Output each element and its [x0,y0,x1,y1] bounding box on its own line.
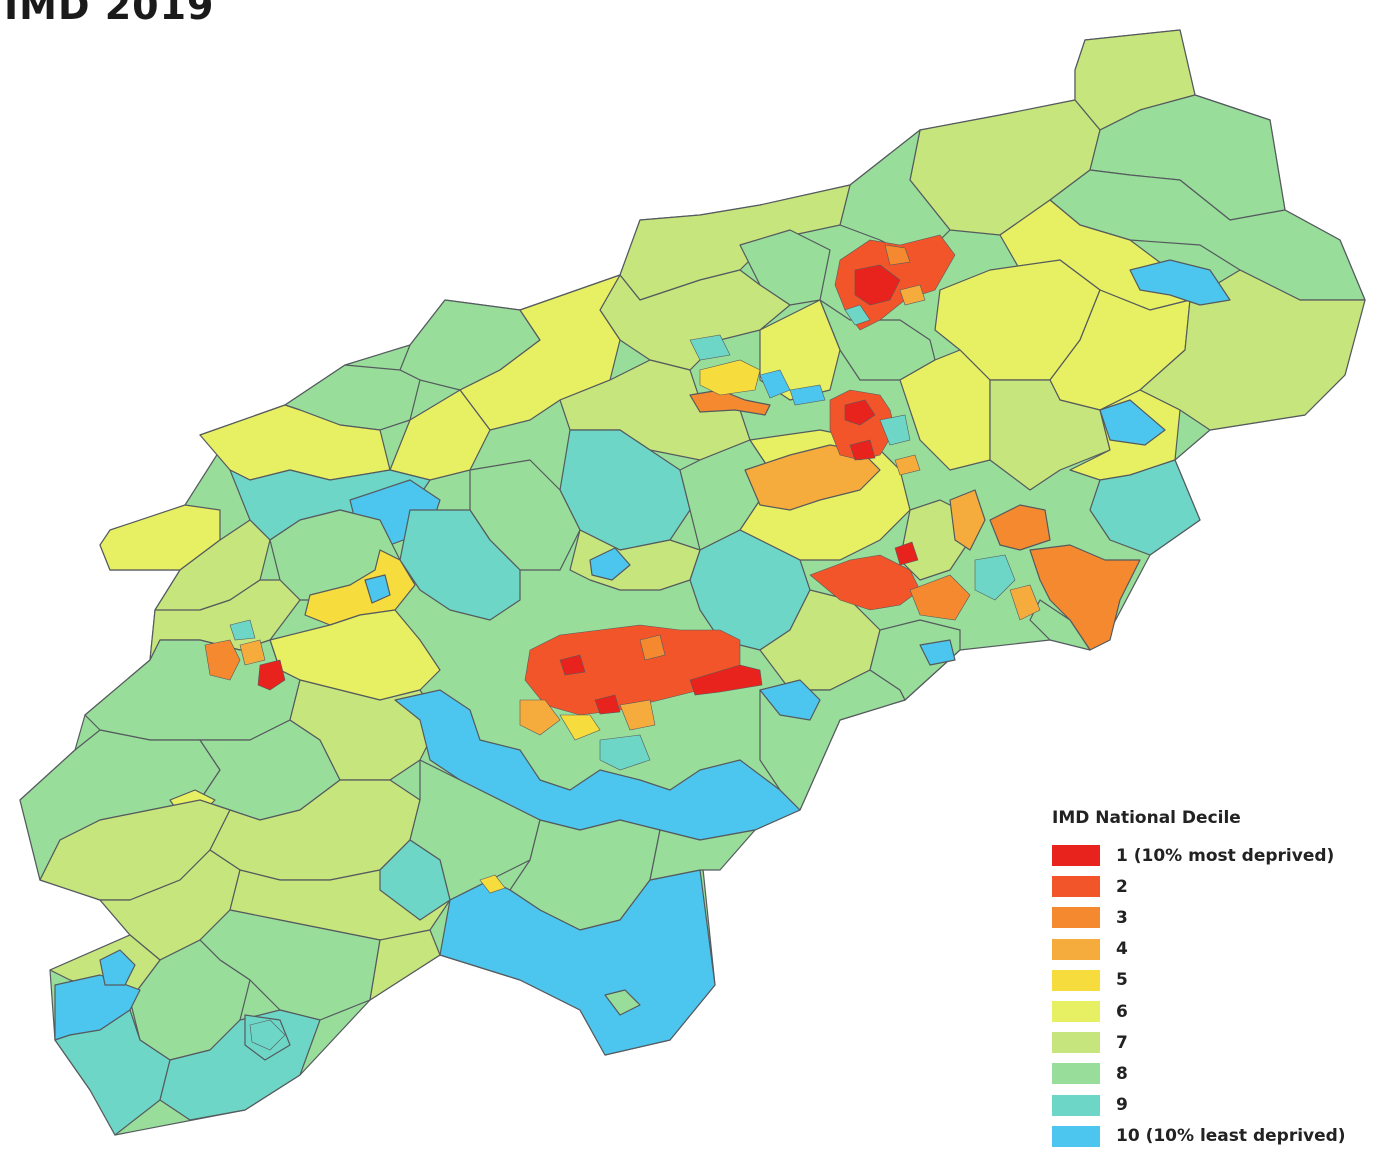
urban-cluster [249,874,506,1051]
legend-label: 4 [1116,939,1128,960]
map-region [379,839,451,921]
map-region [364,574,391,604]
legend-swatch [1052,969,1100,991]
map-region [744,444,881,511]
map-region [1129,259,1231,306]
map-region [589,547,631,581]
map-region [989,504,1051,551]
map-region [84,639,301,741]
legend-item: 6 [1052,996,1346,1027]
map-region [869,619,961,701]
legend-swatch [1052,845,1100,867]
page-title: IMD 2019 [4,0,215,28]
legend-item: 3 [1052,902,1346,933]
map-region [459,274,621,431]
legend-item: 7 [1052,1027,1346,1058]
map-region [99,949,136,986]
legend-swatch [1052,1063,1100,1085]
legend-swatch [1052,907,1100,929]
map-region [604,989,641,1016]
map-region [304,549,416,626]
map-region [369,929,441,1001]
legend-label: 3 [1116,907,1128,928]
legend-label: 6 [1116,1001,1128,1022]
legend-label: 8 [1116,1063,1128,1084]
map-region [1099,399,1166,446]
map-region [1029,599,1091,651]
legend-item: 9 [1052,1090,1346,1121]
map-region [649,829,756,881]
urban-cluster [204,619,286,691]
legend-item: 4 [1052,934,1346,965]
legend: IMD National Decile 1 (10% most deprived… [1052,808,1346,1152]
map-region [399,509,521,621]
urban-cluster [689,334,826,406]
legend-label: 7 [1116,1032,1128,1053]
legend-title: IMD National Decile [1052,808,1241,828]
legend-swatch [1052,876,1100,898]
legend-rows: 1 (10% most deprived) 2 3 4 5 6 7 8 9 10 (10% lea… [1052,840,1346,1152]
legend-item: 1 (10% most deprived) [1052,840,1346,871]
urban-cluster [519,624,763,771]
legend-item: 2 [1052,871,1346,902]
map-region [54,1009,171,1136]
legend-swatch [1052,1001,1100,1023]
urban-cluster [809,541,1041,621]
legend-label: 1 (10% most deprived) [1116,845,1335,866]
map-region [759,679,821,721]
map-region [989,379,1111,491]
map-region [949,489,986,551]
legend-swatch [1052,938,1100,960]
urban-cluster [834,234,956,331]
map-region [1029,544,1141,651]
map-region [1139,269,1366,431]
legend-label: 9 [1116,1095,1128,1116]
legend-label: 10 (10% least deprived) [1116,1126,1346,1147]
urban-cluster [829,389,921,476]
map-region [1089,459,1201,556]
legend-item: 10 (10% least deprived) [1052,1121,1346,1152]
legend-swatch [1052,1125,1100,1147]
legend-item: 5 [1052,965,1346,996]
legend-label: 2 [1116,876,1128,897]
legend-item: 8 [1052,1058,1346,1089]
map-region [919,639,956,666]
legend-swatch [1052,1094,1100,1116]
legend-swatch [1052,1032,1100,1054]
legend-label: 5 [1116,970,1128,991]
